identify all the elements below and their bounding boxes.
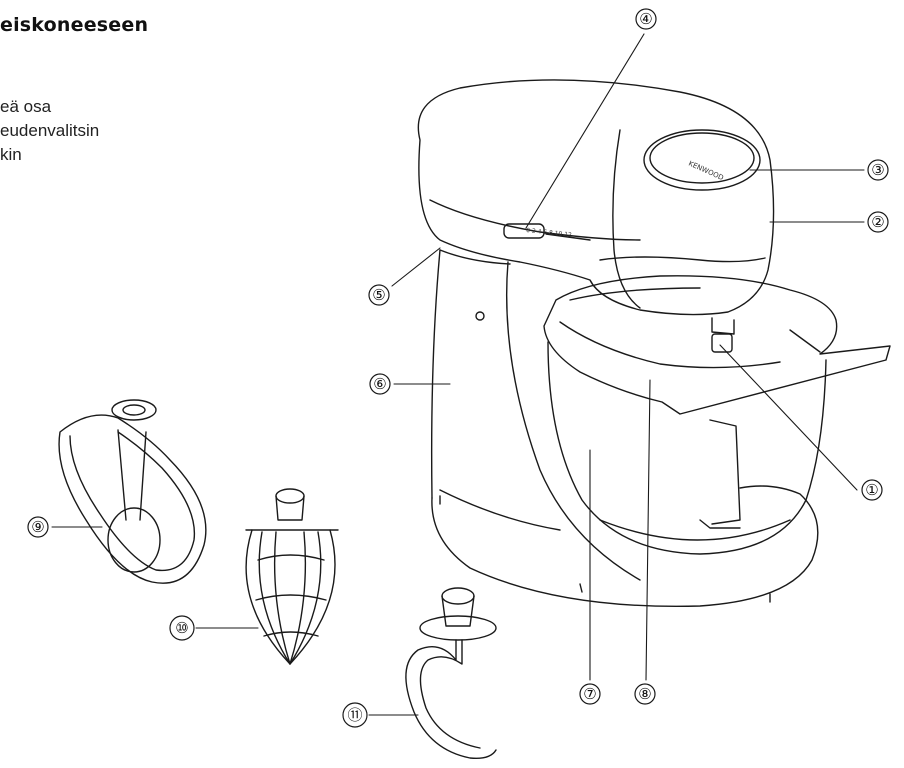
dough-hook (405, 587, 497, 760)
mixer-body (430, 249, 819, 608)
callout-8: ⑧ (638, 685, 651, 703)
callout-10: ⑩ (175, 619, 188, 637)
callout-7: ⑦ (583, 685, 596, 703)
legend-line-1: eä osa (0, 97, 52, 116)
k-beater (58, 399, 207, 584)
speed-scale-label: 0 2 4 6 8 10 12 (526, 227, 572, 239)
legend-line-3: kin (0, 145, 22, 164)
callout-9: ⑨ (31, 518, 44, 536)
section-heading: eiskoneeseen (0, 14, 149, 36)
callout-circles (27, 8, 889, 728)
callout-11: ⑪ (347, 706, 362, 724)
brand-label: KENWOOD (687, 160, 725, 183)
parts-legend: eä osa eudenvalitsin kin (0, 95, 99, 167)
callout-6: ⑥ (373, 375, 386, 393)
callout-3: ③ (871, 161, 884, 179)
callout-4: ④ (639, 10, 652, 28)
callout-5: ⑤ (372, 286, 385, 304)
legend-line-2: eudenvalitsin (0, 121, 100, 140)
callout-1: ① (865, 481, 878, 499)
whisk (245, 488, 339, 665)
bowl-and-lid (543, 275, 891, 555)
callout-2: ② (871, 213, 884, 231)
callout-numbers: ① ② ③ ④ ⑤ ⑥ ⑦ ⑧ ⑨ ⑩ ⑪ (31, 10, 884, 724)
mixer-head (417, 79, 775, 353)
callout-leaders (51, 33, 865, 716)
